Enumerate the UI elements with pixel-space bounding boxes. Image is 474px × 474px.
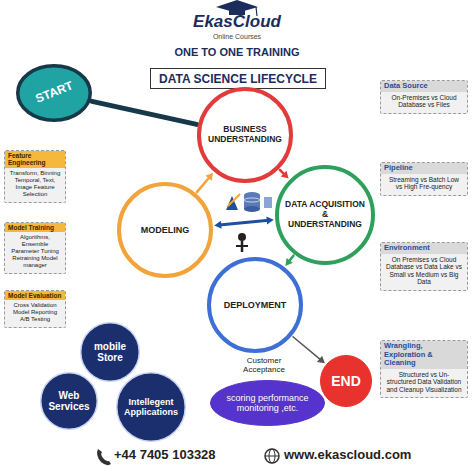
arrowhead — [281, 171, 289, 179]
phase-circle: MODELING — [117, 182, 213, 278]
node-shape — [41, 373, 98, 430]
start-terminal: START — [16, 64, 92, 122]
box-heading: Wrangling, Exploration & Cleaning — [381, 341, 467, 369]
globe-icon — [265, 449, 279, 463]
phone-icon — [97, 449, 111, 465]
node-shape — [81, 323, 140, 382]
box-body: Algorithms, Ensemble Parameter Tuning Re… — [5, 234, 65, 272]
node-label: MODELING — [127, 225, 204, 235]
connector-line — [92, 101, 197, 124]
box-heading: Environment — [381, 243, 467, 254]
node-shape — [321, 356, 372, 407]
phase-circle: DEPLOYMENT — [207, 257, 303, 353]
connector — [285, 256, 293, 266]
box-body: Transform, Binning Temporal, Text, Image… — [5, 170, 65, 202]
connector — [197, 173, 213, 192]
box-body: On-Premises vs Cloud Database vs Files — [381, 94, 467, 113]
arrowhead — [214, 221, 221, 229]
node-shape — [117, 373, 186, 442]
connector-line — [197, 177, 210, 192]
node-label: scoring performance monitoring ,etc. — [222, 393, 314, 414]
app-circle: Web Services — [40, 372, 98, 430]
box-heading: Data Source — [381, 81, 467, 92]
edge-label: Customer Acceptance — [232, 356, 296, 374]
title-box: DATA SCIENCE LIFECYCLE — [150, 68, 326, 89]
connector — [214, 216, 273, 228]
node-label: DATA ACQUISITION & UNDERSTANDING — [285, 200, 365, 229]
app-circle: Intellegent Applications — [116, 372, 186, 442]
phone-number: +44 7405 103328 — [114, 448, 244, 462]
note-box: Feature EngineeringTransform, Binning Te… — [4, 150, 66, 203]
box-heading: Feature Engineering — [5, 151, 65, 168]
connector — [293, 337, 325, 364]
note-box: Data SourceOn-Premises vs Cloud Database… — [380, 80, 468, 114]
node-label: mobile Store — [86, 341, 134, 364]
node-shape — [199, 89, 291, 181]
center-icons — [226, 192, 272, 252]
connector-line — [219, 220, 268, 225]
node-label: END — [325, 373, 367, 389]
node-shape — [209, 259, 301, 351]
note-box: Model TrainingAlgorithms, Ensemble Param… — [4, 222, 66, 274]
node-shape — [211, 381, 325, 426]
app-circle: mobile Store — [80, 322, 140, 382]
arrowhead — [317, 356, 325, 364]
note-box: Model EvaluationCross Validation Model R… — [4, 290, 66, 328]
node-label: Web Services — [46, 390, 92, 413]
brand-name: EkasCloud — [175, 13, 299, 32]
website: www.ekascloud.com — [284, 448, 434, 462]
node-label: DEPLOYMENT — [217, 300, 294, 310]
box-body: Streaming vs Batch Low vs High Fre-quenc… — [381, 176, 467, 195]
box-body: Structured vs Un-structured Data Validat… — [381, 371, 467, 397]
arrowhead — [285, 258, 292, 266]
box-heading: Model Evaluation — [5, 291, 65, 300]
node-label: Intellegent Applications — [123, 397, 179, 418]
phase-circle: DATA ACQUISITION & UNDERSTANDING — [275, 165, 375, 265]
end-terminal: END — [320, 355, 372, 407]
note-box: PipelineStreaming vs Batch Low vs High F… — [380, 162, 468, 196]
tagline: ONE TO ONE TRAINING — [150, 46, 324, 58]
box-body: Cross Validation Model Reporting A/B Tes… — [5, 302, 65, 327]
box-heading: Model Training — [5, 223, 65, 232]
brand-subtitle: Online Courses — [175, 33, 299, 41]
node-label: BUSINESS UNDERSTANDING — [207, 125, 284, 145]
node-shape — [18, 66, 91, 121]
box-body: On Premises vs Cloud Database vs Data La… — [381, 256, 467, 290]
title-text: DATA SCIENCE LIFECYCLE — [159, 72, 317, 86]
phase-circle: BUSINESS UNDERSTANDING — [197, 87, 293, 183]
note-box: Environment On Premises vs Cloud Database… — [380, 242, 468, 291]
connector — [92, 101, 197, 124]
node-shape — [119, 184, 211, 276]
arrowhead — [266, 216, 273, 224]
note-box: Wrangling, Exploration & CleaningStructu… — [380, 340, 468, 398]
scoring-ellipse: scoring performance monitoring ,etc. — [210, 380, 325, 426]
box-heading: Pipeline — [381, 163, 467, 174]
connector — [280, 170, 289, 179]
node-shape — [277, 167, 373, 263]
arrowhead — [206, 173, 214, 181]
connector-line — [293, 337, 321, 360]
